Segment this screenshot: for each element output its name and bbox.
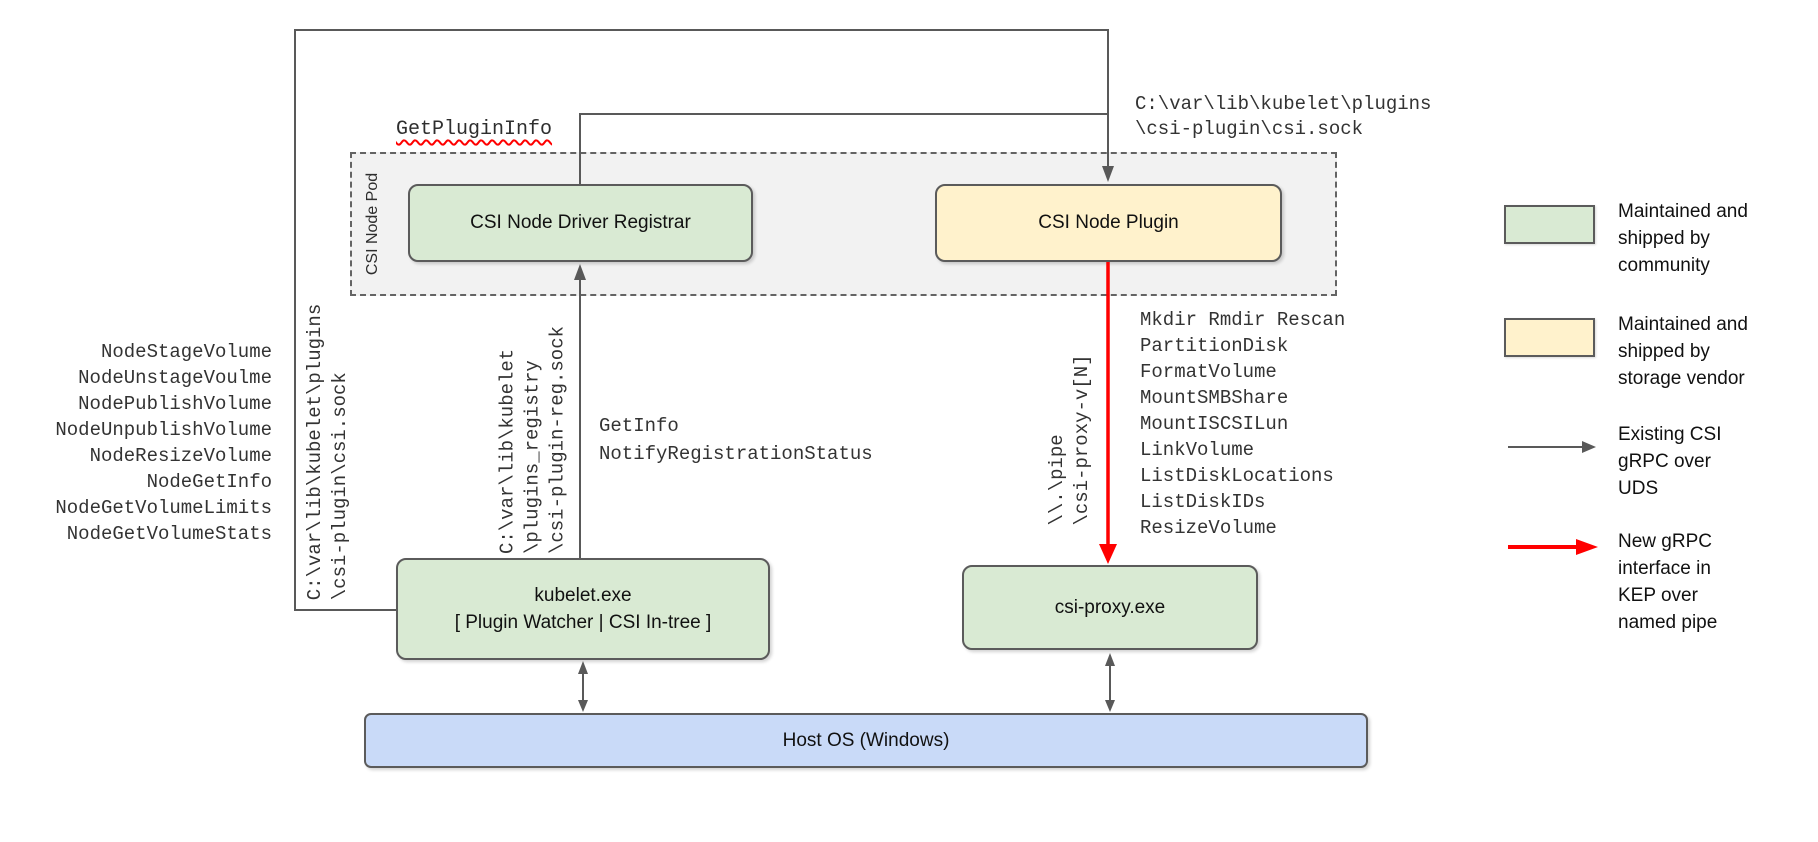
csi-node-driver-registrar-node: CSI Node Driver Registrar	[408, 184, 753, 262]
legend-label-community: Maintained and shipped by community	[1618, 201, 1748, 276]
host-os-node: Host OS (Windows)	[364, 713, 1368, 768]
named-pipe-path-rotated-label: \\.\pipe \csi-proxy-v[N]	[1046, 354, 1093, 526]
legend-swatch-vendor-yellow	[1504, 318, 1595, 357]
list-item: NodeUnpublishVolume	[55, 419, 272, 441]
list-item: NodeGetVolumeLimits	[55, 497, 272, 519]
kubelet-hostos-arrowhead-down	[578, 700, 588, 712]
list-item: FormatVolume	[1140, 361, 1277, 383]
list-item: NodeGetInfo	[146, 471, 272, 493]
kubelet-title: kubelet.exe	[534, 585, 632, 606]
legend-label-new-grpc-pipe: New gRPC interface in KEP over named pip…	[1618, 531, 1718, 633]
csi-node-pod-label: CSI Node Pod	[364, 172, 381, 276]
uds-sock-path-rotated-label: C:\var\lib\kubelet\plugins \csi-plugin\c…	[304, 303, 351, 601]
list-item: ListDiskLocations	[1140, 465, 1334, 487]
list-item: LinkVolume	[1140, 439, 1255, 461]
red-arrowhead-into-csiproxy	[1099, 544, 1117, 564]
legend-swatch-community-green	[1504, 205, 1595, 244]
list-item: NodeGetVolumeStats	[66, 523, 272, 545]
csi-sock-path-label: C:\var\lib\kubelet\plugins \csi-plugin\c…	[1135, 93, 1432, 140]
legend-label-storage-vendor: Maintained and shipped by storage vendor	[1618, 314, 1748, 389]
plugin-reg-sock-path-rotated-label: C:\var\lib\kubelet \plugins_registry \cs…	[496, 325, 569, 555]
legend-gray-arrowhead	[1582, 441, 1596, 453]
csiproxy-hostos-arrowhead-up	[1105, 653, 1115, 666]
list-item: NodeUnstageVoulme	[78, 367, 272, 389]
list-item: NodePublishVolume	[78, 393, 272, 415]
registration-calls-label: GetInfo NotifyRegistrationStatus	[599, 415, 873, 465]
csi-proxy-node: csi-proxy.exe	[962, 565, 1258, 650]
list-item: MountSMBShare	[1140, 387, 1289, 409]
kubelet-subtitle: [ Plugin Watcher | CSI In-tree ]	[454, 612, 712, 633]
list-item: MountISCSILun	[1140, 413, 1289, 435]
kubelet-node: kubelet.exe [ Plugin Watcher | CSI In-tr…	[396, 558, 770, 660]
get-plugin-info-label: GetPluginInfo	[396, 118, 553, 141]
csiproxy-hostos-arrowhead-down	[1105, 700, 1115, 712]
list-item: Mkdir Rmdir Rescan	[1140, 309, 1346, 331]
list-item: ListDiskIDs	[1140, 491, 1266, 513]
legend-red-arrowhead	[1576, 539, 1598, 555]
list-item: PartitionDisk	[1140, 335, 1289, 357]
kubelet-hostos-arrowhead-up	[578, 661, 588, 674]
list-item: NodeResizeVolume	[89, 445, 272, 467]
csi-node-plugin-node: CSI Node Plugin	[935, 184, 1282, 262]
list-item: ResizeVolume	[1140, 517, 1277, 539]
legend-label-existing-csi-grpc: Existing CSI gRPC over UDS	[1618, 424, 1722, 499]
list-item: NodeStageVolume	[100, 341, 272, 363]
